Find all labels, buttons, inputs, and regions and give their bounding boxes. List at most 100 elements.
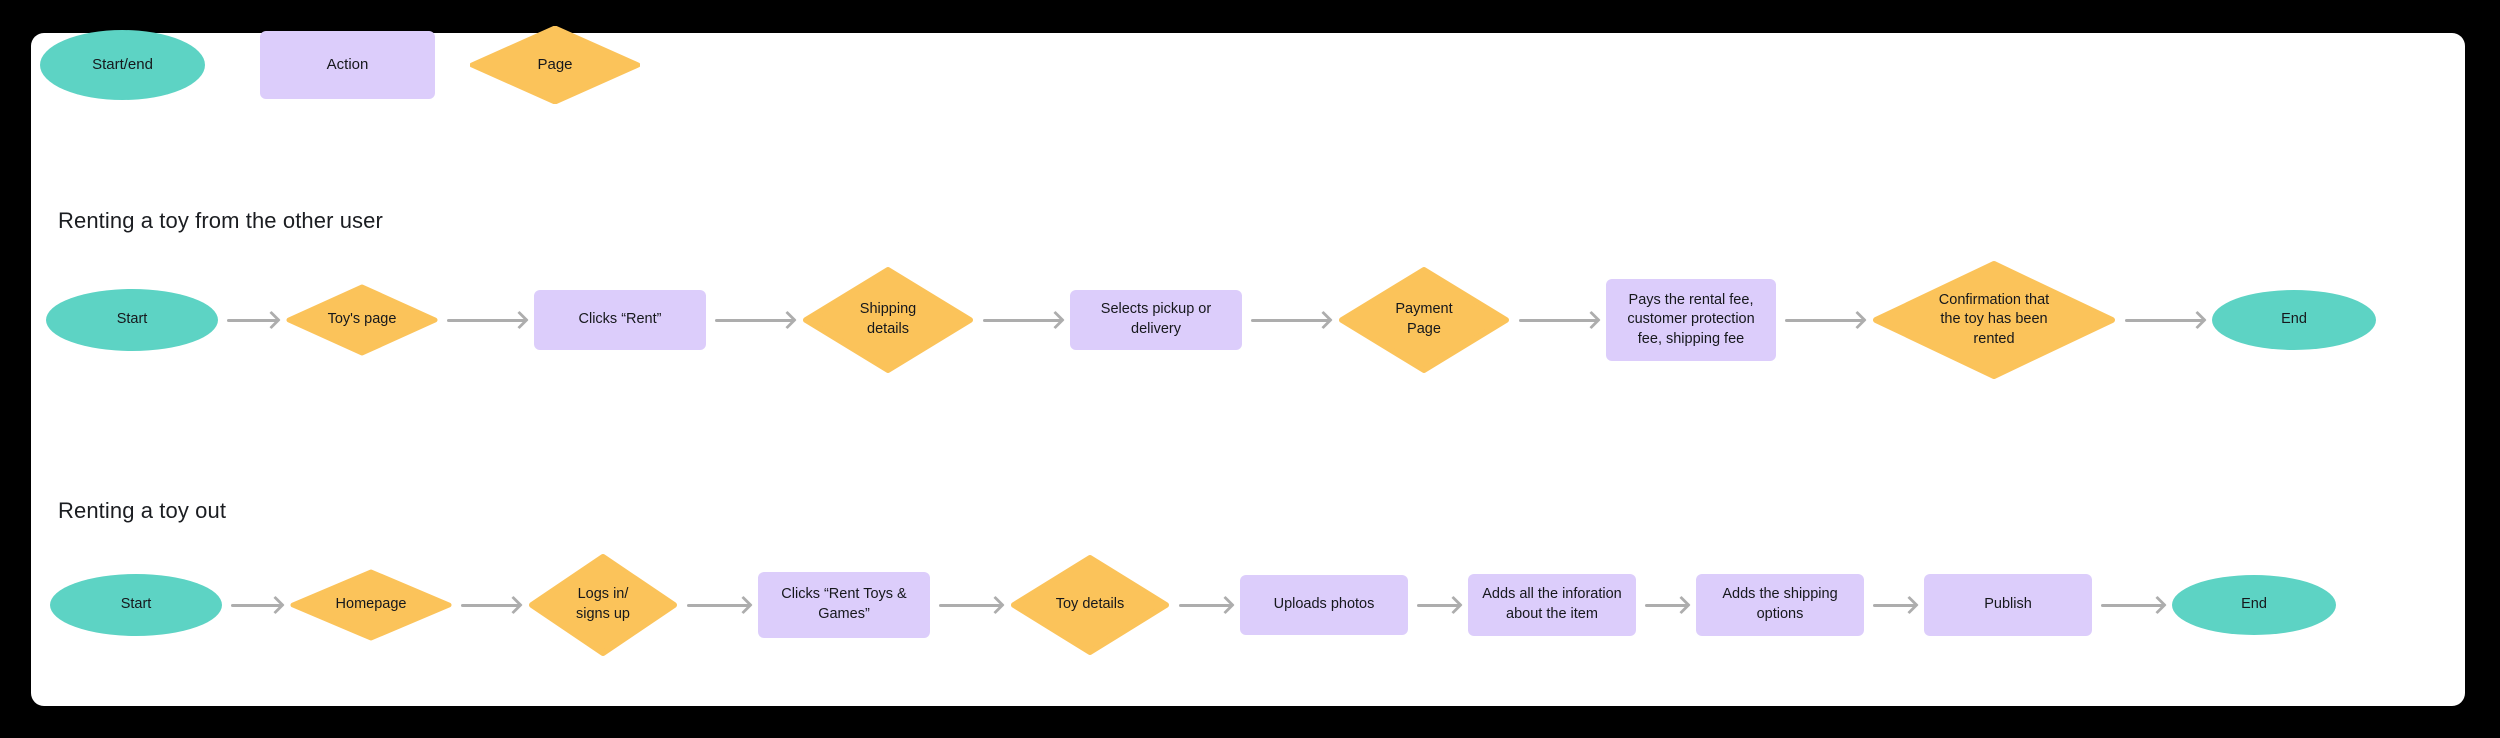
arrow-shaft — [447, 318, 525, 322]
arrow-connector — [939, 593, 1005, 617]
arrow-shaft — [687, 603, 749, 607]
arrow-connector — [231, 593, 285, 617]
arrow-shaft — [939, 603, 1001, 607]
arrow-connector — [2125, 308, 2207, 332]
node-shape-ellipse — [2172, 575, 2336, 635]
arrow-shaft — [1251, 318, 1329, 322]
arrow-connector — [447, 308, 529, 332]
node-publish[interactable]: Publish — [1924, 574, 2092, 636]
node-homepage[interactable]: Homepage — [290, 569, 452, 641]
legend-rect-shape — [260, 31, 435, 99]
flow-title-renting-from-user: Renting a toy from the other user — [58, 208, 383, 233]
node-uploads-photos[interactable]: Uploads photos — [1240, 575, 1408, 635]
node-shape-diamond — [803, 267, 973, 373]
arrow-head-icon — [734, 595, 753, 615]
node-shape-ellipse — [50, 574, 222, 636]
node-shape-rect — [1240, 575, 1408, 635]
arrow-head-icon — [266, 595, 285, 615]
arrow-head-icon — [1046, 310, 1065, 330]
arrow-shaft — [1179, 603, 1231, 607]
flow-row-renting-out: Start Homepage Logs in/ signs up — [50, 545, 2336, 665]
arrow-head-icon — [1444, 595, 1463, 615]
arrow-connector — [2101, 593, 2167, 617]
node-clicks-rent-toys-games[interactable]: Clicks “Rent Toys & Games” — [758, 572, 930, 638]
node-end[interactable]: End — [2172, 575, 2336, 635]
node-selects-pickup-or-delivery[interactable]: Selects pickup or delivery — [1070, 290, 1242, 350]
arrow-connector — [1873, 593, 1919, 617]
arrow-connector — [227, 308, 281, 332]
node-adds-shipping-options[interactable]: Adds the shipping options — [1696, 574, 1864, 636]
node-pays-fees[interactable]: Pays the rental fee, customer protection… — [1606, 279, 1776, 361]
arrow-connector — [983, 308, 1065, 332]
flow-title-renting-out: Renting a toy out — [58, 498, 227, 523]
node-shape-rect — [534, 290, 706, 350]
node-shape-diamond — [290, 569, 452, 641]
arrow-head-icon — [504, 595, 523, 615]
node-shape-rect — [1606, 279, 1776, 361]
legend-ellipse-shape — [40, 30, 205, 100]
arrow-shaft — [461, 603, 519, 607]
node-shape-rect — [758, 572, 930, 638]
arrow-head-icon — [986, 595, 1005, 615]
arrow-connector — [715, 308, 797, 332]
arrow-head-icon — [2188, 310, 2207, 330]
node-logs-in-signs-up[interactable]: Logs in/ signs up — [528, 553, 678, 657]
arrow-shaft — [1417, 603, 1459, 607]
arrow-shaft — [715, 318, 793, 322]
node-shipping-details[interactable]: Shipping details — [802, 266, 974, 374]
legend: Start/end Action Page — [40, 26, 640, 104]
arrow-head-icon — [1582, 310, 1601, 330]
node-toy-details[interactable]: Toy details — [1010, 554, 1170, 656]
arrow-head-icon — [510, 310, 529, 330]
legend-item-start-end: Start/end — [40, 30, 205, 100]
arrow-shaft — [1645, 603, 1687, 607]
arrow-head-icon — [1900, 595, 1919, 615]
arrow-connector — [1519, 308, 1601, 332]
arrow-head-icon — [778, 310, 797, 330]
arrow-connector — [1251, 308, 1333, 332]
node-shape-ellipse — [46, 289, 218, 351]
arrow-shaft — [1519, 318, 1597, 322]
arrow-head-icon — [262, 310, 281, 330]
node-shape-diamond — [1873, 261, 2115, 379]
node-shape-rect — [1696, 574, 1864, 636]
arrow-shaft — [227, 318, 277, 322]
node-start[interactable]: Start — [46, 289, 218, 351]
node-shape-ellipse — [2212, 290, 2376, 350]
node-shape-rect — [1070, 290, 1242, 350]
arrow-connector — [1645, 593, 1691, 617]
arrow-shaft — [231, 603, 281, 607]
node-end[interactable]: End — [2212, 290, 2376, 350]
legend-diamond-shape — [470, 26, 640, 104]
arrow-connector — [461, 593, 523, 617]
arrow-connector — [1417, 593, 1463, 617]
node-confirmation-toy-rented[interactable]: Confirmation that the toy has been rente… — [1872, 260, 2116, 380]
node-shape-diamond — [1339, 267, 1509, 373]
arrow-shaft — [983, 318, 1061, 322]
arrow-head-icon — [2148, 595, 2167, 615]
arrow-head-icon — [1848, 310, 1867, 330]
node-clicks-rent[interactable]: Clicks “Rent” — [534, 290, 706, 350]
node-start[interactable]: Start — [50, 574, 222, 636]
arrow-shaft — [1785, 318, 1863, 322]
arrow-connector — [1785, 308, 1867, 332]
node-shape-rect — [1924, 574, 2092, 636]
arrow-shaft — [2101, 603, 2163, 607]
arrow-connector — [1179, 593, 1235, 617]
node-shape-diamond — [1011, 555, 1169, 655]
node-shape-diamond — [529, 554, 677, 656]
node-toys-page[interactable]: Toy's page — [286, 284, 438, 356]
arrow-head-icon — [1314, 310, 1333, 330]
arrow-head-icon — [1672, 595, 1691, 615]
node-shape-diamond — [286, 284, 438, 356]
arrow-shaft — [1873, 603, 1915, 607]
node-payment-page[interactable]: Payment Page — [1338, 266, 1510, 374]
node-shape-rect — [1468, 574, 1636, 636]
flow-row-renting-from-user: Start Toy's page Clicks “Rent” — [46, 260, 2376, 380]
arrow-shaft — [2125, 318, 2203, 322]
arrow-head-icon — [1216, 595, 1235, 615]
legend-item-action: Action — [260, 31, 435, 99]
node-adds-item-information[interactable]: Adds all the inforation about the item — [1468, 574, 1636, 636]
legend-item-page: Page — [470, 26, 640, 104]
